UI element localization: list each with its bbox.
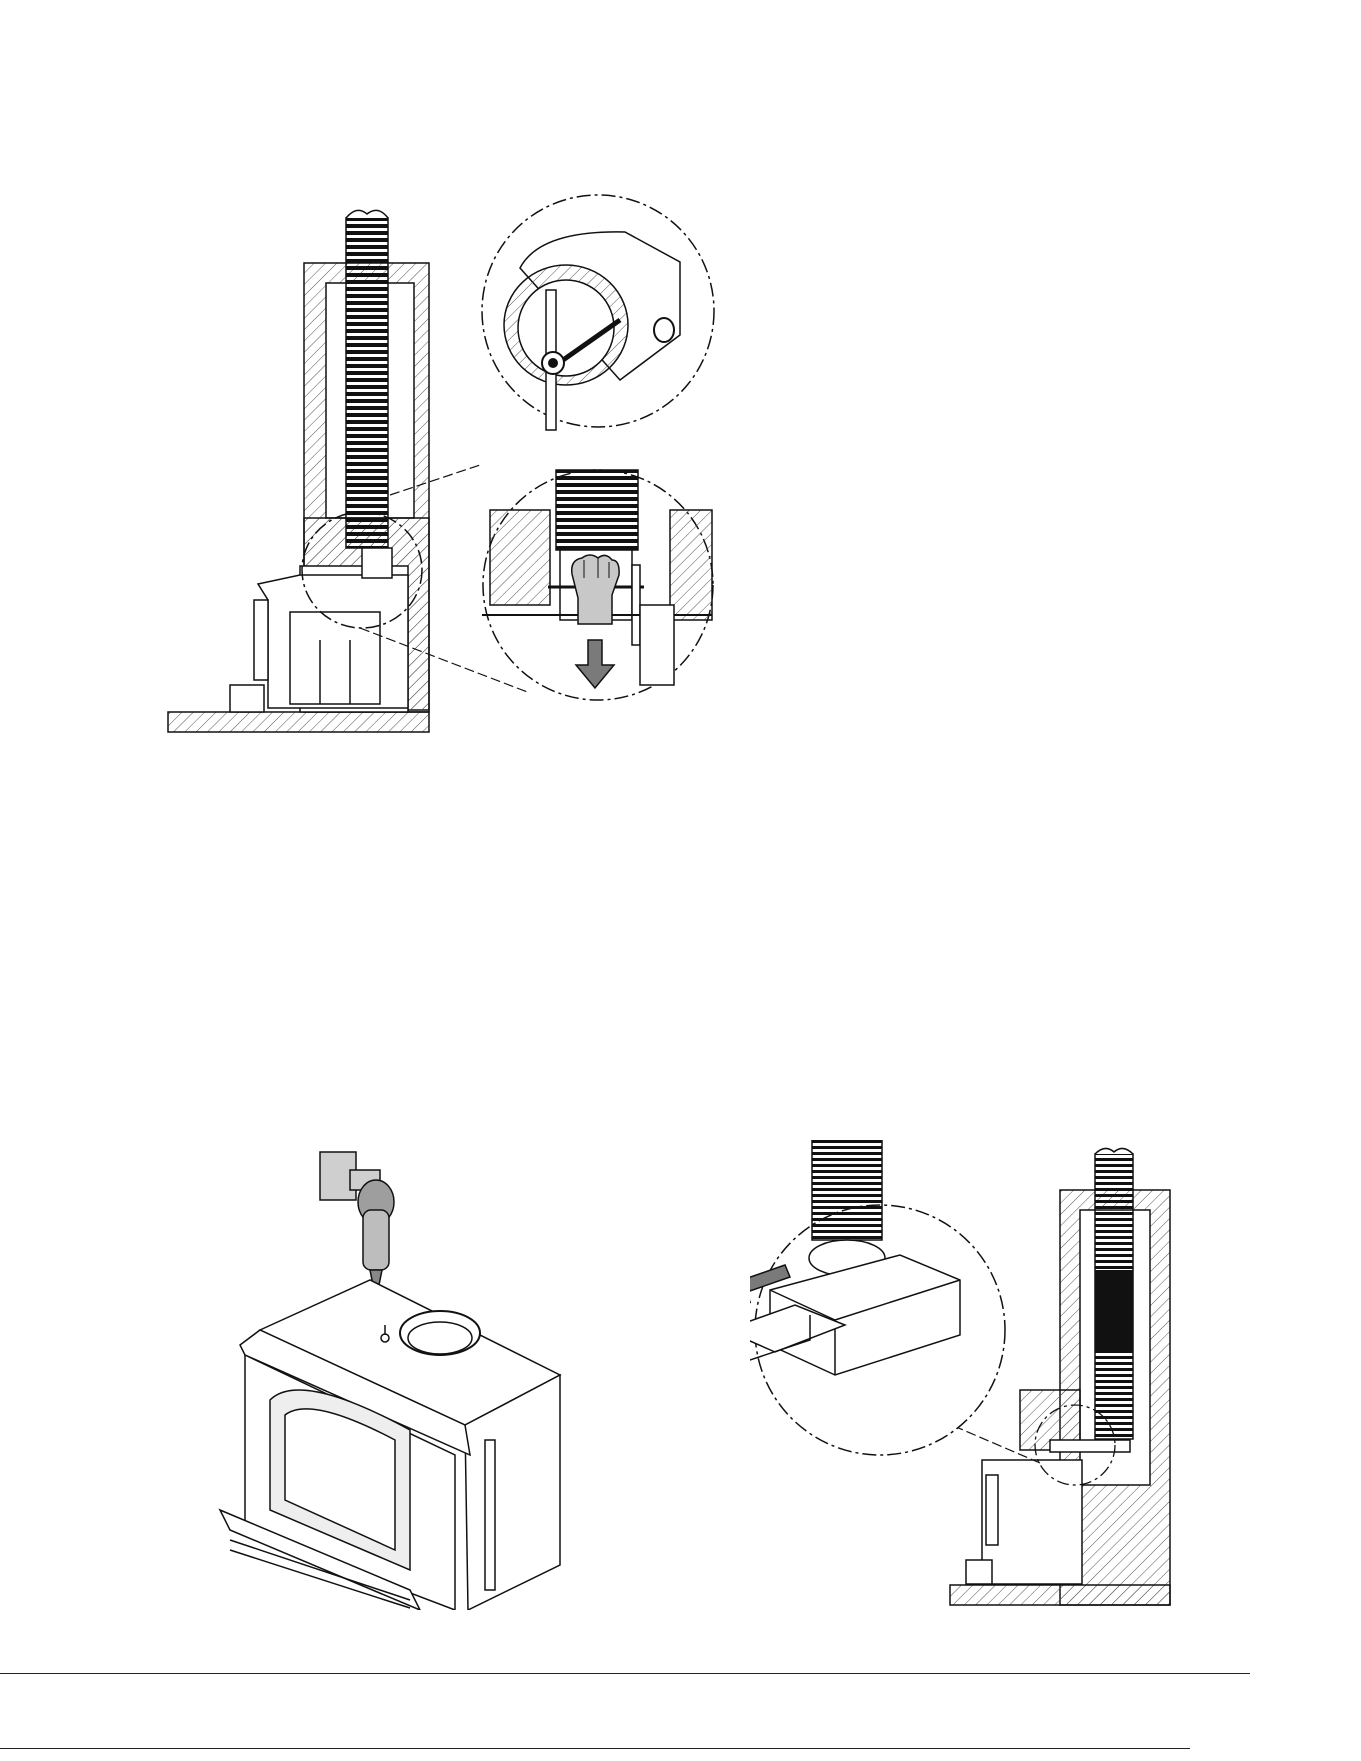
footer-rule bbox=[0, 1673, 1250, 1674]
figure-damper-removal bbox=[0, 0, 1361, 760]
damper-detail-icon bbox=[482, 195, 714, 430]
figure-adapter-slide bbox=[750, 1140, 1190, 1620]
chimney-liner-icon bbox=[346, 210, 388, 548]
adapter-box-icon bbox=[750, 1140, 1005, 1455]
hearth-floor bbox=[168, 712, 429, 732]
footer-rule-bottom bbox=[0, 1748, 1190, 1749]
flex-liner-icon bbox=[1095, 1148, 1133, 1439]
hand-pull-detail bbox=[482, 470, 713, 700]
hand-pull-icon bbox=[572, 555, 619, 624]
stove-insert-icon bbox=[220, 1280, 560, 1610]
figure-drill-top bbox=[200, 1130, 580, 1610]
